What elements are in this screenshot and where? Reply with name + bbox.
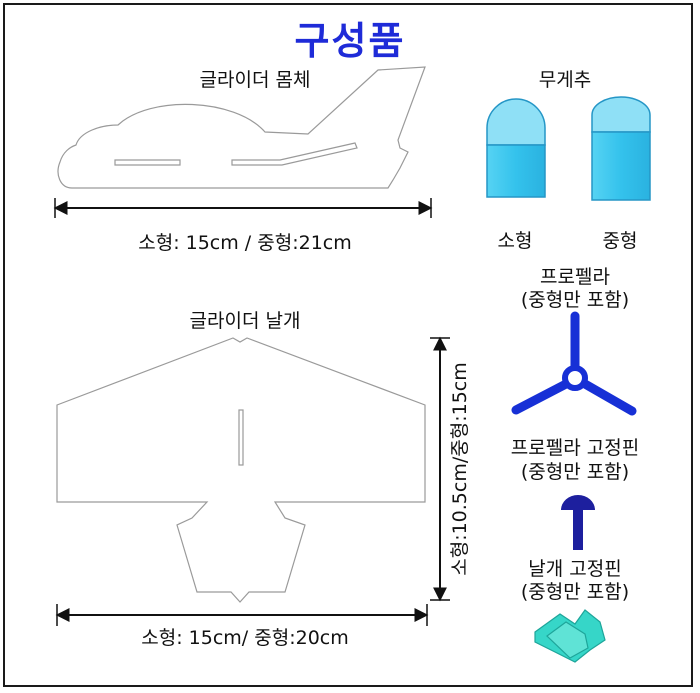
wing-label: 글라이더 날개 — [189, 310, 301, 332]
page-title: 구성품 — [294, 19, 406, 63]
propeller-pin-note: (중형만 포함) — [520, 461, 630, 483]
glider-wing-outline — [56, 337, 426, 603]
weight-medium-label: 중형 — [602, 230, 638, 252]
propeller-pin — [561, 495, 595, 550]
body-size-label: 소형: 15cm / 중형:21cm — [138, 232, 352, 254]
propeller — [511, 311, 637, 416]
glider-body-outline — [57, 66, 426, 189]
body-label: 글라이더 몸체 — [199, 69, 311, 91]
propeller-label: 프로펠라 — [540, 266, 610, 288]
propeller-pin-label: 프로펠라 고정핀 — [510, 437, 640, 459]
weight-medium — [591, 96, 651, 201]
propeller-note: (중형만 포함) — [520, 289, 630, 311]
wing-pin-note: (중형만 포함) — [520, 581, 630, 603]
weights-label: 무게추 — [538, 69, 592, 91]
weight-small-label: 소형 — [497, 230, 533, 252]
weight-small — [486, 98, 546, 198]
border-frame — [3, 3, 693, 687]
wing-width-label: 소형: 15cm/ 중형:20cm — [141, 627, 349, 649]
wing-pin — [534, 609, 606, 663]
wing-pin-label: 날개 고정핀 — [528, 558, 622, 580]
